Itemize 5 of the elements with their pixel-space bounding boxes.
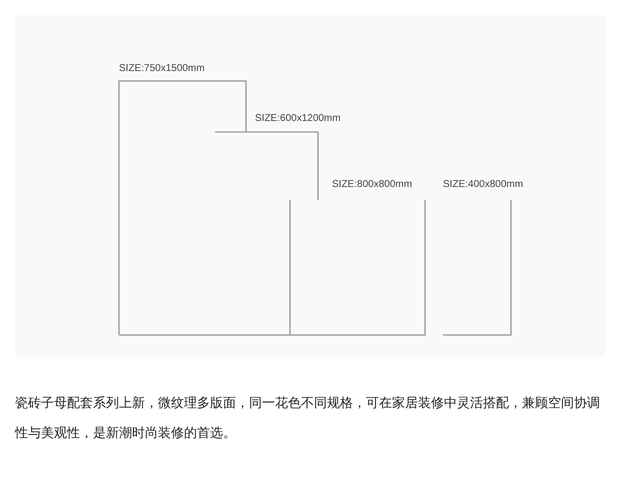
size-label: SIZE:750x1500mm (119, 62, 205, 75)
size-label: SIZE:600x1200mm (255, 112, 341, 125)
caption: 瓷砖子母配套系列上新，微纹理多版面，同一花色不同规格，可在家居装修中灵活搭配，兼顾空间协调性与美观性，是新潮时尚装修的首选。 (15, 394, 601, 442)
size-label: SIZE:800x800mm (332, 178, 412, 191)
size-label: SIZE:400x800mm (443, 178, 524, 191)
